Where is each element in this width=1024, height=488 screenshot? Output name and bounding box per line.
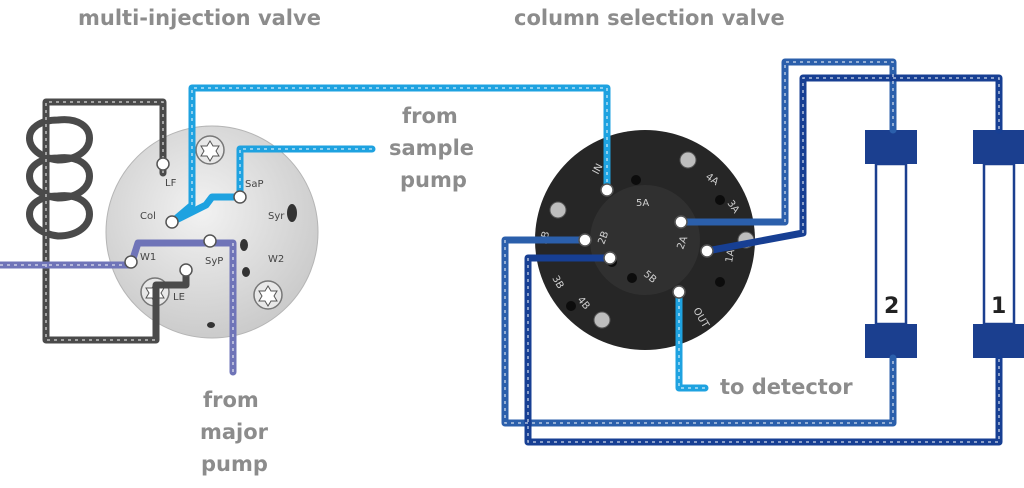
screw-icon	[253, 280, 283, 310]
port-hole	[566, 301, 576, 311]
port-label-w2: W2	[268, 254, 284, 265]
fitting-in	[600, 183, 614, 197]
column-selection-valve: IN 4A 3A 5A 1B 2B 2A 1A 3B 5B 4B OUT	[535, 130, 755, 350]
port-label-2b: 2B	[596, 230, 611, 246]
multi-injection-valve: LF SaP Col Syr W1 SyP W2 LE	[105, 125, 319, 339]
port-hole	[240, 239, 248, 251]
port-label-in: IN	[591, 162, 606, 176]
fitting-1a	[700, 244, 714, 258]
major-pump-label-line2: major	[200, 420, 269, 444]
sample-pump-label-line3: pump	[400, 168, 467, 192]
column-2-label: 2	[884, 294, 899, 319]
multi-injection-valve-title: multi-injection valve	[78, 6, 321, 30]
sample-pump-label-line2: sample	[389, 136, 475, 160]
fitting-le	[179, 263, 193, 277]
port-hole	[715, 277, 725, 287]
port-hole	[207, 322, 215, 328]
port-label-col: Col	[140, 211, 156, 222]
column-2-outlet-tube	[677, 58, 897, 226]
column-selection-valve-title: column selection valve	[514, 6, 785, 30]
port-hole	[627, 273, 637, 283]
sample-loop-coils	[26, 116, 93, 240]
port-hole	[715, 195, 725, 205]
port-label-sap: SaP	[245, 179, 264, 190]
screw-icon	[593, 311, 611, 329]
fitting-col	[165, 215, 179, 229]
fitting-1b	[603, 251, 617, 265]
sample-pump-label-line1: from	[402, 104, 458, 128]
detector-label: to detector	[720, 375, 853, 399]
port-hole	[242, 267, 250, 277]
fitting-sap	[233, 190, 247, 204]
port-label-syp: SyP	[205, 256, 223, 267]
fitting-w1	[124, 255, 138, 269]
port-label-le: LE	[173, 292, 185, 303]
sample-loop-tube	[42, 98, 190, 344]
port-hole	[631, 175, 641, 185]
major-pump-label-line3: pump	[201, 452, 268, 476]
sample-to-column-valve-tube	[168, 84, 611, 226]
fitting-2a	[674, 215, 688, 229]
port-label-1a: 1A	[724, 248, 737, 263]
major-pump-label-line1: from	[203, 388, 259, 412]
screw-icon	[549, 201, 567, 219]
screw-icon	[195, 135, 225, 165]
column-1-label: 1	[991, 294, 1006, 319]
fitting-2b	[578, 233, 592, 247]
column-1: 1	[973, 130, 1024, 358]
port-label-syr: Syr	[268, 211, 285, 222]
fitting-out	[672, 285, 686, 299]
fitting-syp	[203, 234, 217, 248]
port-label-w1: W1	[140, 252, 156, 263]
column-2: 2	[865, 130, 917, 358]
screw-icon	[679, 151, 697, 169]
port-label-lf: LF	[165, 178, 177, 189]
port-hole	[287, 204, 297, 222]
sample-pump-inlet-tube	[168, 145, 376, 226]
port-label-5a: 5A	[636, 198, 649, 209]
fitting-lf	[156, 157, 170, 171]
port-label-2a: 2A	[675, 235, 690, 251]
